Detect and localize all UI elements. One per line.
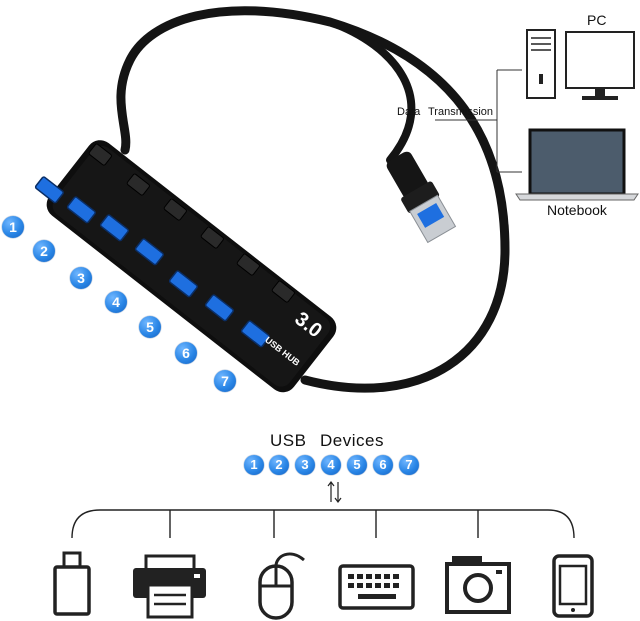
hub-port-badge-2: 2: [33, 240, 55, 262]
device-port-badge-1: 1: [244, 455, 264, 475]
usb-devices-title-usb: USB: [270, 431, 307, 450]
pc-label: PC: [587, 12, 607, 28]
device-port-badge-5: 5: [347, 455, 367, 475]
hub-port-badge-7: 7: [214, 370, 236, 392]
hub-port-badge-5: 5: [139, 316, 161, 338]
usb-devices-title-devices: Devices: [320, 431, 384, 450]
device-port-badge-2: 2: [269, 455, 289, 475]
device-port-badge-3: 3: [295, 455, 315, 475]
hub-port-badge-1: 1: [2, 216, 24, 238]
hub-port-badge-4: 4: [105, 291, 127, 313]
hub-port-badge-3: 3: [70, 267, 92, 289]
hub-port-badge-6: 6: [175, 342, 197, 364]
device-port-badge-6: 6: [373, 455, 393, 475]
device-port-badge-7: 7: [399, 455, 419, 475]
notebook-label: Notebook: [547, 202, 607, 218]
data-label: Data: [397, 106, 421, 118]
transmission-label: Transmission: [428, 106, 493, 118]
device-port-badge-4: 4: [321, 455, 341, 475]
